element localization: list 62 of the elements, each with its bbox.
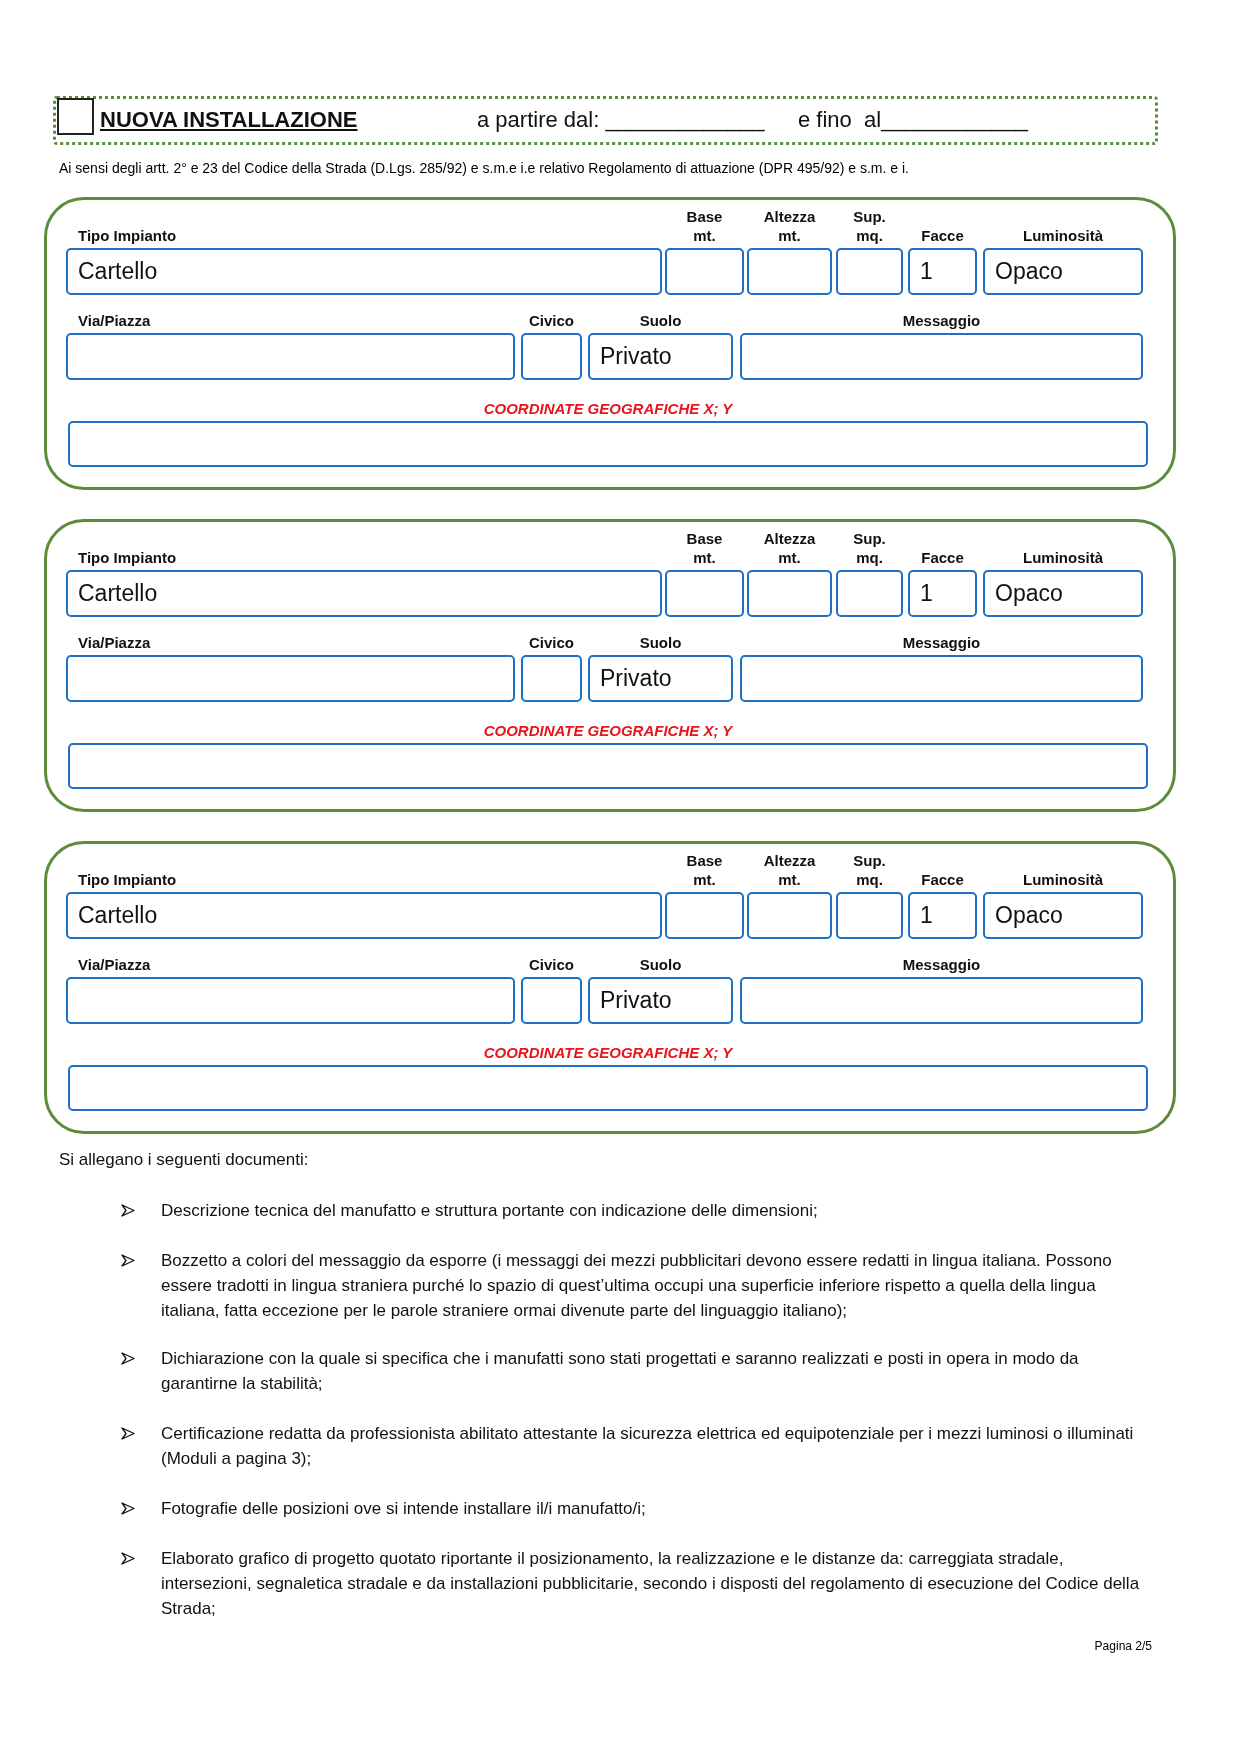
input-field: Cartello: [66, 892, 662, 939]
field-label: Suolo: [639, 955, 682, 975]
field-label: Luminosità: [1023, 226, 1103, 246]
list-item: Dichiarazione con la quale si specifica che i manufatti sono stati progettati e saranno realizzati e posti in opera in modo da garantirne la stabilità;: [161, 1348, 1080, 1395]
field-label: Tipo Impianto: [77, 548, 177, 568]
section-heading: NUOVA INSTALLAZIONE: [100, 107, 358, 133]
field-label: Base mt.: [686, 207, 723, 246]
field-label: Facce: [921, 226, 964, 246]
field-label: Altezza mt.: [763, 529, 816, 568]
field-label: Altezza mt.: [763, 207, 816, 246]
field-label: Suolo: [639, 311, 682, 331]
field-label: Tipo Impianto: [77, 226, 177, 246]
input-field: 1: [908, 892, 977, 939]
field-label: Sup. mq.: [853, 851, 886, 890]
start-date-line: a partire dal: _____________: [477, 107, 765, 133]
checkbox: [57, 98, 94, 135]
field-label: Via/Piazza: [77, 633, 151, 653]
section-panel: [44, 197, 1176, 490]
list-item: Certificazione redatta da professionista abilitato attestante la sicurezza elettrica ed equipotenziale per i mezzi luminosi o illuminati (Moduli a pagina 3);: [161, 1423, 1135, 1470]
list-item: Descrizione tecnica del manufatto e struttura portante con indicazione delle dimensioni;: [161, 1200, 819, 1222]
field-label: Sup. mq.: [853, 207, 886, 246]
field-label: Messaggio: [902, 633, 981, 653]
input-field: Opaco: [983, 570, 1143, 617]
input-field: 1: [908, 248, 977, 295]
section-heading: COORDINATE GEOGRAFICHE X; Y: [483, 1043, 733, 1063]
list-item: Bozzetto a colori del messaggio da esporre (i messaggi dei mezzi pubblicitari devono essere redatti in lingua italiana. Possono essere tradotti in lingua straniera purché lo spazio di quest’ultima occupi una superficie inferiore rispetto a quella della lingua italiana, fatta eccezione per le parole straniere ormai divenute parte del linguaggio italiano);: [161, 1250, 1113, 1322]
section-heading: COORDINATE GEOGRAFICHE X; Y: [483, 721, 733, 741]
input-field: Cartello: [66, 570, 662, 617]
field-label: Tipo Impianto: [77, 870, 177, 890]
field-label: Messaggio: [902, 955, 981, 975]
field-label: Luminosità: [1023, 548, 1103, 568]
field-label: Sup. mq.: [853, 529, 886, 568]
input-field: Privato: [588, 977, 733, 1024]
end-date-line: e fino al____________: [798, 107, 1028, 133]
field-label: Base mt.: [686, 529, 723, 568]
field-label: Civico: [529, 311, 574, 331]
field-label: Facce: [921, 870, 964, 890]
field-label: Luminosità: [1023, 870, 1103, 890]
field-label: Via/Piazza: [77, 311, 151, 331]
page-number: Pagina 2/5: [1093, 1639, 1152, 1653]
input-field: Privato: [588, 333, 733, 380]
field-label: Base mt.: [686, 851, 723, 890]
field-label: Civico: [529, 955, 574, 975]
field-label: Via/Piazza: [77, 955, 151, 975]
intro-text: Si allegano i seguenti documenti:: [59, 1149, 309, 1171]
section-panel: [44, 519, 1176, 812]
input-field: 1: [908, 570, 977, 617]
header-frame: [53, 96, 1158, 145]
list-item: Elaborato grafico di progetto quotato riportante il posizionamento, la realizzazione e le distanze da: carreggiata stradale, intersezioni, segnaletica stradale e da installazioni pubblicitarie, secondo i disposti del regolamento di esecuzione del Codice della Strada;: [161, 1548, 1141, 1620]
field-label: Suolo: [639, 633, 682, 653]
section-panel: [44, 841, 1176, 1134]
input-field: Opaco: [983, 248, 1143, 295]
field-label: Altezza mt.: [763, 851, 816, 890]
field-label: Facce: [921, 548, 964, 568]
list-item: Fotografie delle posizioni ove si intende installare il/i manufatto/i;: [161, 1498, 647, 1520]
field-label: Civico: [529, 633, 574, 653]
field-label: Messaggio: [902, 311, 981, 331]
input-field: Privato: [588, 655, 733, 702]
input-field: Opaco: [983, 892, 1143, 939]
section-heading: COORDINATE GEOGRAFICHE X; Y: [483, 399, 733, 419]
legal-note: Ai sensi degli artt. 2° e 23 del Codice della Strada (D.Lgs. 285/92) e s.m.e i.e relativo Regolamento di attuazione (DPR 495/92) e s.m. e i.: [59, 160, 909, 176]
input-field: Cartello: [66, 248, 662, 295]
